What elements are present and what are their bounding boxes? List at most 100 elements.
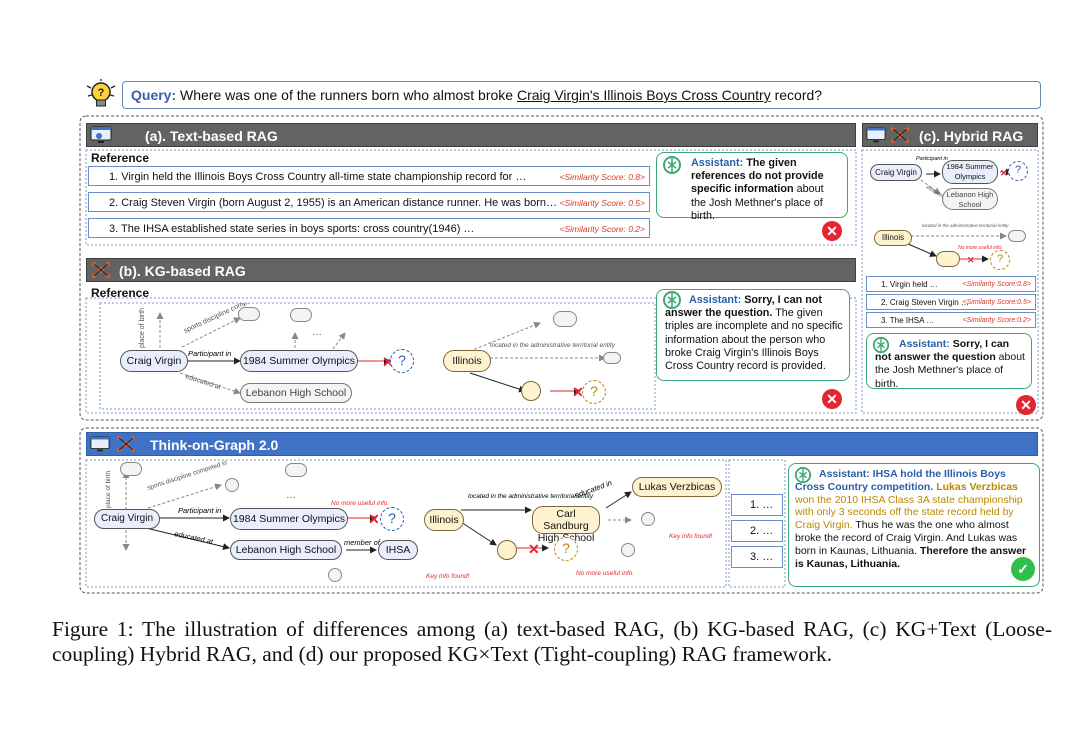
openai-icon bbox=[663, 291, 681, 309]
monitor-icon bbox=[90, 436, 110, 452]
node-illinois: Illinois bbox=[443, 350, 491, 372]
empty-node bbox=[641, 512, 655, 526]
query-tail: record? bbox=[770, 87, 823, 103]
edge-participant-in: Participant in bbox=[178, 506, 221, 515]
doc-text: 2. Craig Steven Virgin … bbox=[881, 298, 969, 307]
edge-participant-in: Participant in bbox=[916, 156, 948, 162]
node-question: ? bbox=[1008, 161, 1028, 181]
tog-graph: place of birth sports discipline compete… bbox=[105, 460, 713, 580]
empty-node bbox=[225, 478, 239, 492]
node-question: ? bbox=[990, 250, 1010, 270]
empty-node bbox=[238, 307, 260, 321]
note-key-found: Key info found! bbox=[426, 573, 470, 580]
graph-icon bbox=[117, 436, 135, 452]
svg-text:✕: ✕ bbox=[572, 384, 584, 400]
assistant-label: Assistant: bbox=[691, 157, 744, 169]
empty-node bbox=[936, 251, 960, 267]
assistant-p1: IHSA hold the Illinois Boys Cross Countr… bbox=[795, 468, 1006, 493]
node-question-a: ? bbox=[380, 507, 404, 531]
text-rag-assistant: Assistant: The given references do not p… bbox=[656, 152, 848, 222]
note-no-more: No more useful info. bbox=[331, 500, 389, 507]
empty-node bbox=[603, 352, 621, 364]
hybrid-doc-2: 2. Craig Steven Virgin … <Similarity Sco… bbox=[866, 294, 1036, 310]
query-text: Where was one of the runners born who al… bbox=[180, 87, 517, 103]
query-bar: Query: Where was one of the runners born… bbox=[122, 81, 1041, 109]
svg-text:?: ? bbox=[98, 87, 105, 99]
edge-educated-at: educated at bbox=[174, 529, 215, 546]
kg-rag-assistant: Assistant: Sorry, I can not answer the q… bbox=[656, 289, 850, 381]
similarity-score: <Similarity Score:0.8> bbox=[962, 281, 1031, 288]
hybrid-rag-assistant: Assistant: Sorry, I can not answer the q… bbox=[866, 333, 1032, 390]
tog-doc-2: 2. … bbox=[731, 520, 783, 542]
kg-rag-header: (b). KG-based RAG bbox=[86, 258, 856, 282]
note-key-found: Key info found! bbox=[669, 533, 713, 540]
text-rag-doc-3: 3. The IHSA established state series in … bbox=[88, 218, 650, 238]
openai-icon bbox=[872, 336, 890, 354]
node-1984-olympics: 1984 Summer Olympics bbox=[230, 508, 348, 530]
edge-member-of: member of bbox=[344, 538, 381, 547]
openai-icon bbox=[663, 156, 681, 174]
node-lebanon-high-school: Lebanon High School bbox=[942, 188, 998, 210]
node-lebanon-high-school: Lebanon High School bbox=[230, 540, 342, 560]
text-rag-header: (a). Text-based RAG bbox=[86, 123, 856, 147]
empty-node bbox=[285, 463, 307, 477]
empty-node bbox=[497, 540, 517, 560]
edge-dots: … bbox=[312, 327, 322, 338]
svg-text:✕: ✕ bbox=[528, 541, 540, 557]
edge-located-in: located in the administrative territoria… bbox=[468, 493, 594, 500]
node-lukas-verzbicas: Lukas Verzbicas bbox=[632, 477, 722, 497]
query-label: Query: bbox=[131, 87, 177, 103]
node-1984-olympics: 1984 Summer Olympics bbox=[942, 160, 998, 184]
doc-text: 2. … bbox=[750, 525, 774, 537]
similarity-score: <Similarity Score: 0.5> bbox=[559, 198, 645, 208]
assistant-p2: Lukas Verzbicas bbox=[936, 480, 1018, 493]
assistant-p5: Therefore the answer is Kaunas, Lithuani… bbox=[795, 544, 1027, 570]
tog-assistant: Assistant: IHSA hold the Illinois Boys C… bbox=[788, 463, 1040, 587]
assistant-p4: Thus he was the one who almost broke the… bbox=[795, 519, 1018, 557]
no-more-info: No more useful info. bbox=[958, 245, 1003, 251]
assistant-rest: about the Josh Methner's place of birth. bbox=[875, 351, 1025, 390]
monitor-icon bbox=[90, 126, 112, 143]
text-rag-doc-2: 2. Craig Steven Virgin (born August 2, 1… bbox=[88, 192, 650, 212]
text-rag-reference-label: Reference bbox=[91, 151, 150, 165]
edge-located-in: located in the administrative territoria… bbox=[490, 342, 616, 349]
doc-text: 1. … bbox=[750, 499, 774, 511]
query-highlight: Craig Virgin's Illinois Boys Cross Count… bbox=[516, 87, 771, 103]
doc-text: 3. The IHSA established state series in … bbox=[109, 223, 475, 235]
assistant-label: Assistant: bbox=[899, 338, 950, 350]
success-icon: ✓ bbox=[1011, 557, 1035, 581]
empty-node bbox=[621, 543, 635, 557]
svg-text:✕: ✕ bbox=[368, 511, 380, 527]
doc-text: 2. Craig Steven Virgin (born August 2, 1… bbox=[109, 197, 557, 209]
similarity-score: <Similarity Score:0.5> bbox=[962, 299, 1031, 306]
empty-node bbox=[553, 311, 577, 327]
similarity-score: <Similarity Score: 0.8> bbox=[559, 172, 645, 182]
empty-node bbox=[290, 308, 312, 322]
graph-icon bbox=[92, 262, 110, 278]
hybrid-doc-1: 1. Virgin held … <Similarity Score:0.8> bbox=[866, 276, 1036, 292]
tog-doc-3: 3. … bbox=[731, 546, 783, 568]
empty-node bbox=[328, 568, 342, 582]
node-illinois: Illinois bbox=[874, 230, 912, 246]
similarity-score: <Similarity Score:0.2> bbox=[962, 317, 1031, 324]
node-lebanon-high-school: Lebanon High School bbox=[240, 383, 352, 403]
edge-place-of-birth: place of birth bbox=[139, 308, 146, 348]
edge-sports-discipline: sports discipline competed in bbox=[146, 460, 228, 492]
edge-dots: … bbox=[286, 490, 296, 501]
hybrid-rag-header: (c). Hybrid RAG bbox=[862, 123, 1038, 147]
fail-icon: ✕ bbox=[1016, 395, 1036, 415]
node-ihsa: IHSA bbox=[378, 540, 418, 560]
assistant-bold: Sorry, I can not answer the question. bbox=[665, 294, 822, 320]
lightbulb-icon: ? bbox=[86, 79, 116, 107]
text-rag-title: (a). Text-based RAG bbox=[145, 128, 278, 144]
node-question-b: ? bbox=[554, 537, 578, 561]
node-craig-virgin: Craig Virgin bbox=[870, 164, 922, 181]
similarity-score: <Similarity Score: 0.2> bbox=[559, 224, 645, 234]
node-1984-olympics: 1984 Summer Olympics bbox=[240, 350, 358, 372]
assistant-p3: won the 2010 IHSA Class 3A state champio… bbox=[795, 493, 1023, 532]
text-rag-doc-1: 1. Virgin held the Illinois Boys Cross C… bbox=[88, 166, 650, 186]
svg-text:✕: ✕ bbox=[1000, 168, 1008, 178]
node-question-b: ? bbox=[582, 380, 606, 404]
node-question-a: ? bbox=[390, 349, 414, 373]
